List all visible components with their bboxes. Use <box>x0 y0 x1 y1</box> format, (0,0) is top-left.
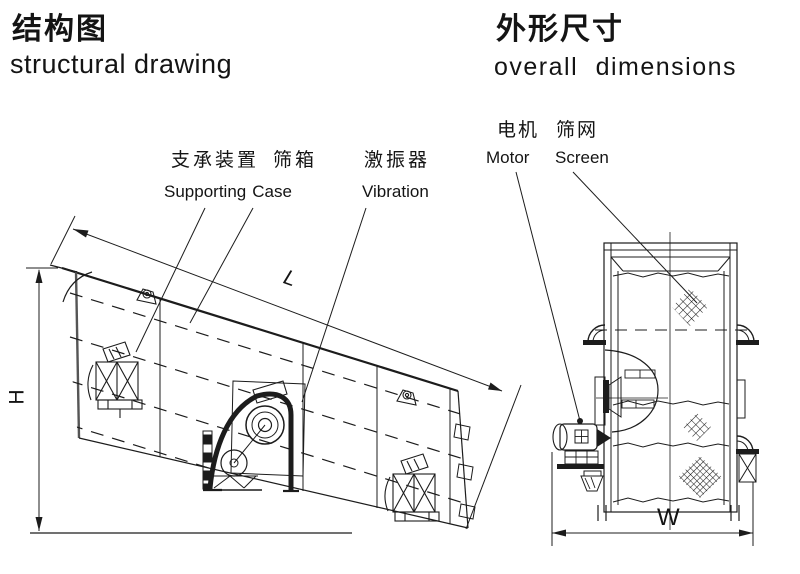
leader-lines-left <box>135 207 367 403</box>
right-title-en: overall dimensions <box>494 53 738 81</box>
supporting-case-label-en: Supporting Case <box>164 183 292 201</box>
dimension-h-label: H <box>5 389 29 405</box>
belt-guard <box>207 391 294 490</box>
right-title-zh: 外形尺寸 <box>496 13 624 46</box>
screen-mesh-patch <box>672 288 722 498</box>
motor-label-zh: 电机 <box>497 120 540 141</box>
case-label-en: Case <box>252 182 292 201</box>
motor-mount-post <box>202 430 213 490</box>
dimension-w <box>551 452 754 546</box>
right-spring-support <box>384 453 440 522</box>
left-title-en: structural drawing <box>10 49 233 79</box>
supporting-label-zh: 支承装置 <box>171 150 260 171</box>
vibration-label-en: Vibration <box>362 182 429 201</box>
discharge-end-tabs <box>453 423 476 520</box>
end-view-drawing <box>515 171 759 546</box>
dimension-l <box>50 215 522 530</box>
screen-leader-line <box>572 171 698 304</box>
vibration-label-zh: 激振器 <box>364 150 431 171</box>
case-label-zh: 筛箱 <box>273 150 318 171</box>
leader-lines-right <box>515 171 698 422</box>
supporting-case-label-zh: 支承装置 筛箱 <box>171 151 317 171</box>
dimension-h <box>26 267 352 534</box>
vibration-exciter-assembly <box>202 380 306 493</box>
case-leader-line <box>189 207 254 324</box>
motor-stand <box>206 475 262 491</box>
dimension-w-label: W <box>657 504 680 531</box>
supporting-label-en: Supporting <box>164 182 247 201</box>
left-spring-support <box>87 341 143 418</box>
lifting-lug-icon <box>136 288 417 406</box>
side-support-brackets <box>583 324 759 483</box>
motor-assembly <box>552 418 611 492</box>
frame-legs <box>597 505 740 521</box>
exciter-pulley <box>245 405 285 445</box>
supporting-leader-line <box>135 207 206 353</box>
structural-drawing <box>26 207 522 534</box>
end-view-frame <box>595 232 747 530</box>
vibration-leader-line <box>301 207 367 403</box>
exciter-end-view <box>594 349 668 433</box>
motor-leader-line <box>515 171 581 422</box>
left-title-zh: 结构图 <box>12 13 108 46</box>
shaft-coupling <box>597 429 611 447</box>
motor-label-en: Motor <box>486 148 530 167</box>
motor-pulley <box>220 424 266 477</box>
screen-label-zh: 筛网 <box>556 120 599 141</box>
screen-label-en: Screen <box>555 148 609 167</box>
